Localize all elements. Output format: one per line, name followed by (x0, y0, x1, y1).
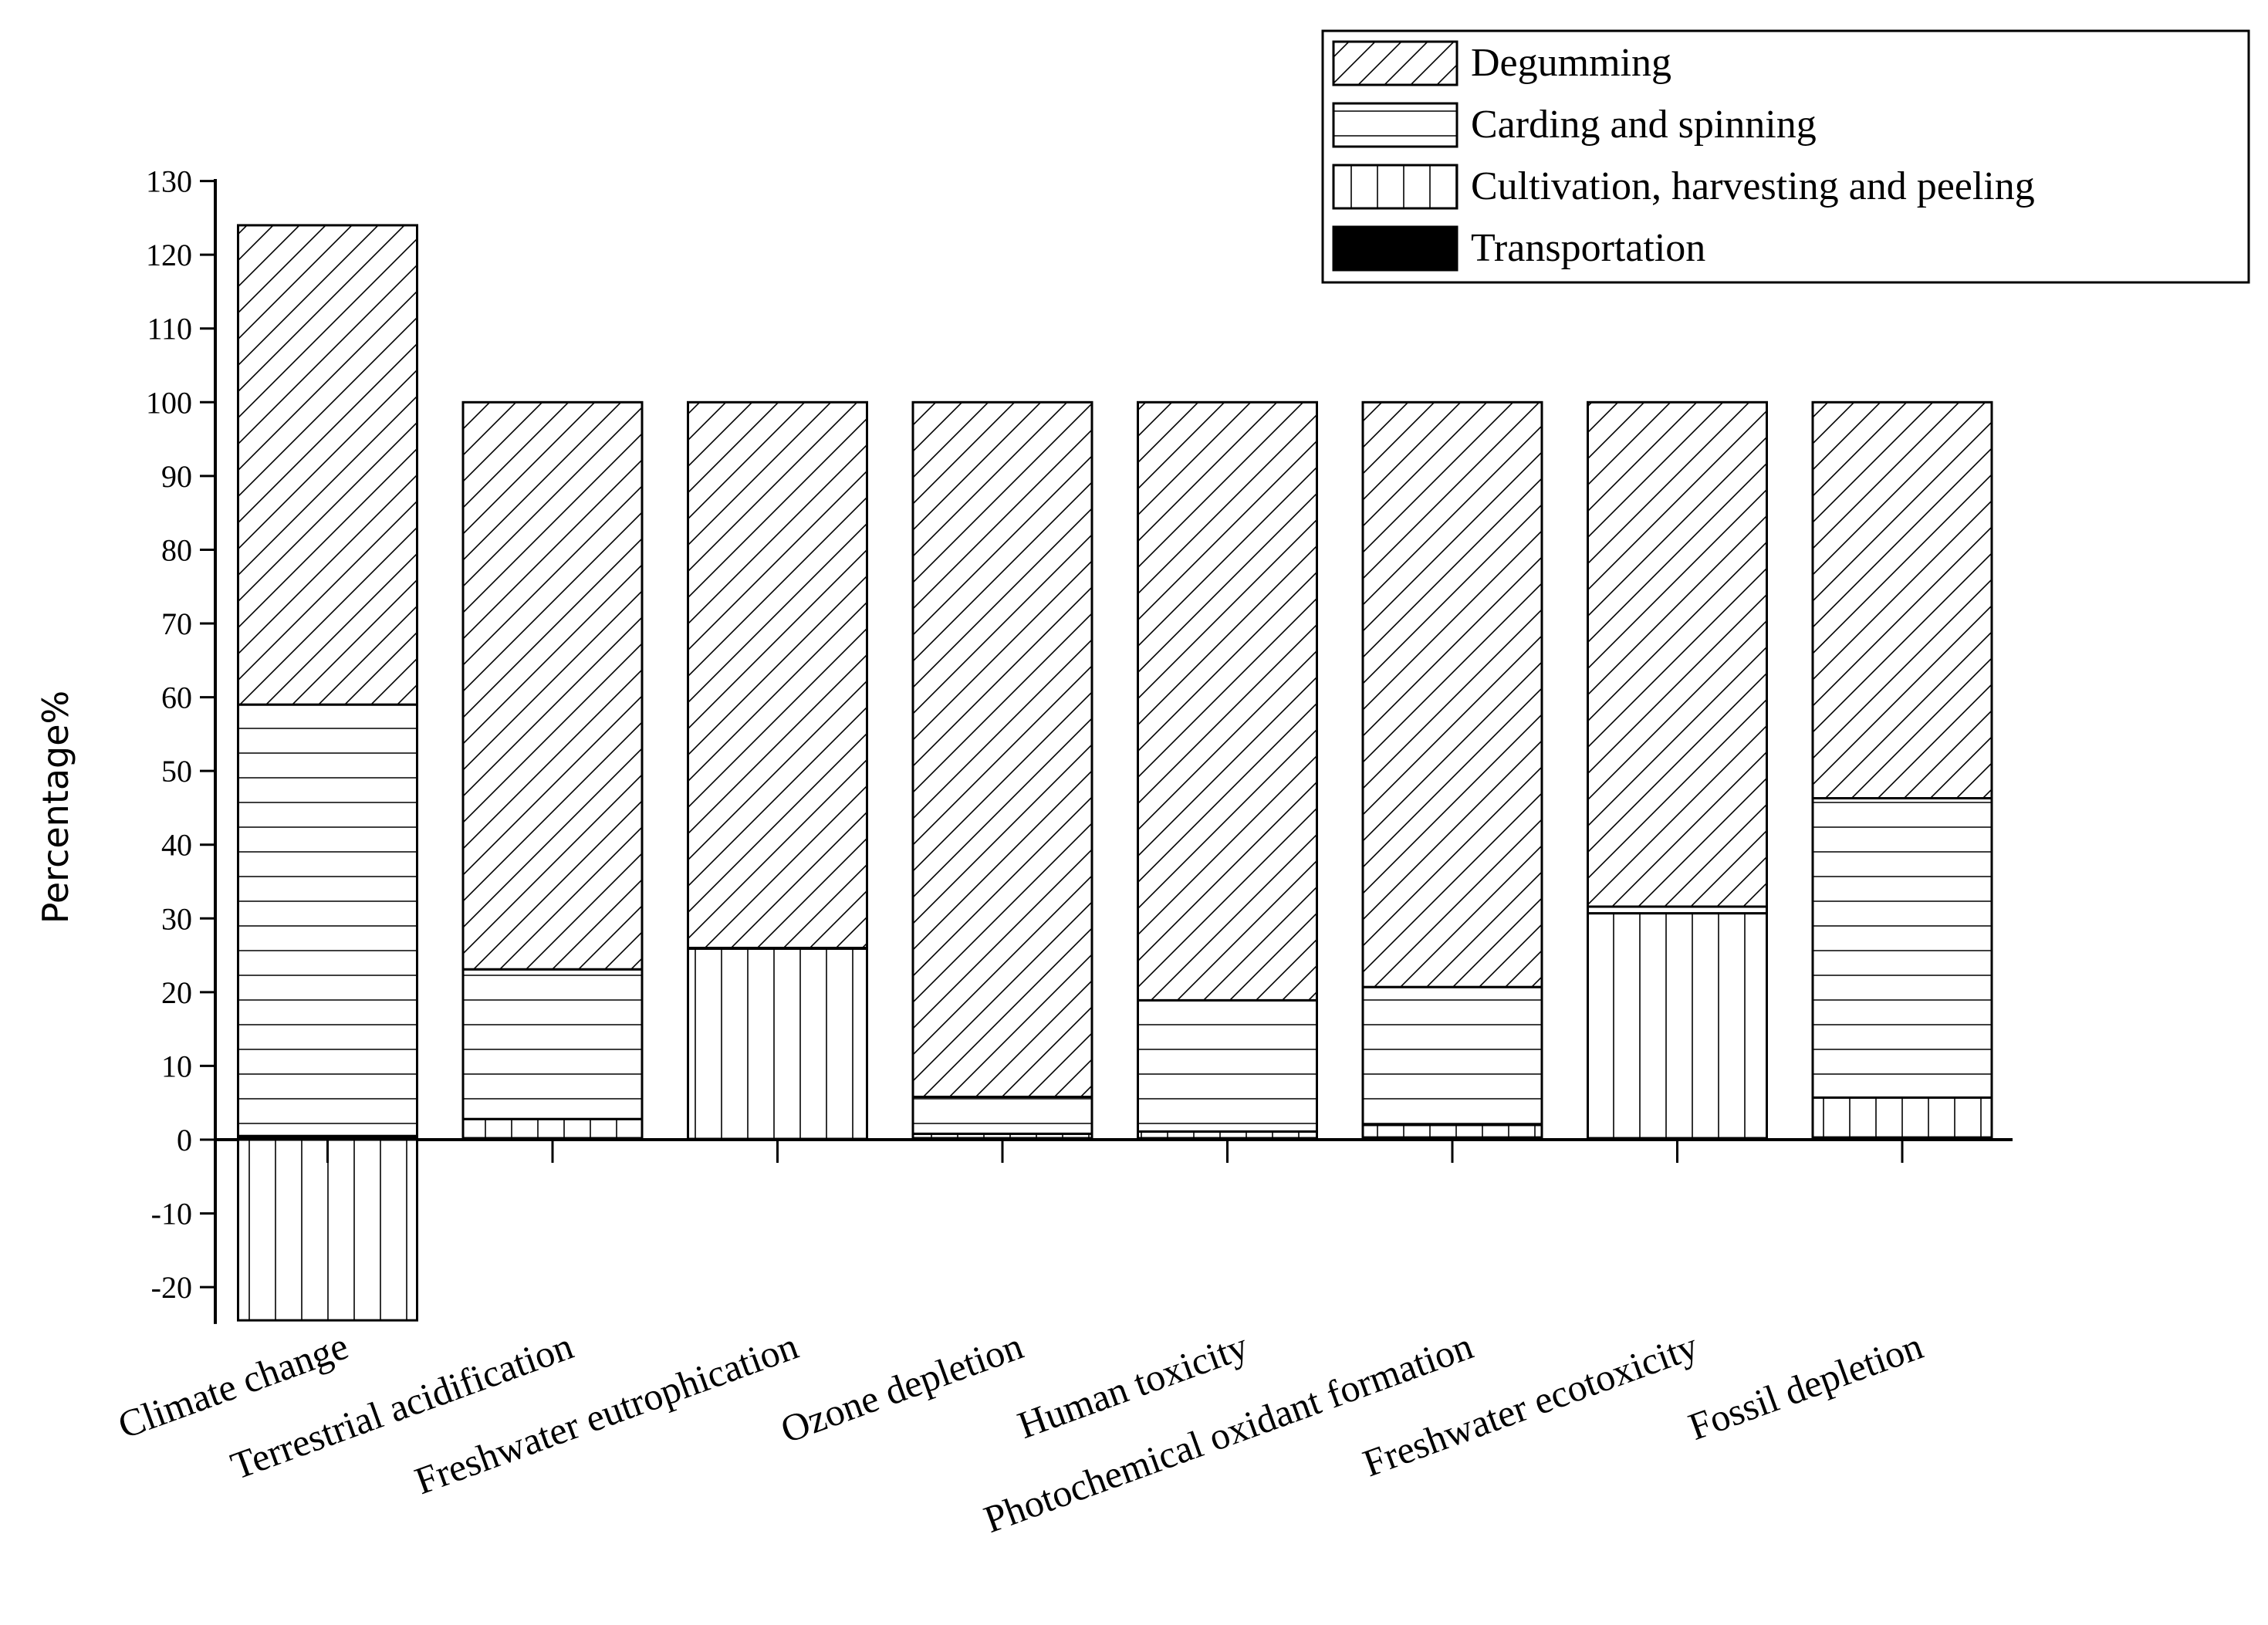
bar-segment-degumming-freshwater-ecotoxicity (1587, 400, 1768, 908)
legend-label-cultivation-harvesting-and-peeling: Cultivation, harvesting and peeling (1471, 164, 2035, 208)
y-tick-label: 20 (161, 975, 192, 1010)
bar-group-photochemical-oxidant-formation (1361, 400, 1543, 1141)
bar-segment-degumming-fossil-depletion (1811, 400, 1993, 800)
bar-segment-degumming-human-toxicity (1137, 400, 1318, 1002)
bar-segment-degumming-photochemical-oxidant-formation (1361, 400, 1543, 988)
bar-group-fossil-depletion (1811, 400, 1993, 1141)
bar-group-ozone-depletion (911, 400, 1093, 1141)
bar-segment-degumming-ozone-depletion (911, 400, 1093, 1099)
y-tick-label: 10 (161, 1049, 192, 1083)
legend-entry-degumming: Degumming (1332, 40, 1671, 86)
bar-segment-cultivation-harvesting-and-peeling-freshwater-ecotoxicity (1587, 912, 1768, 1140)
bar-segment-carding-and-spinning-human-toxicity (1137, 998, 1318, 1133)
x-tick-label-freshwater-eutrophication: Freshwater eutrophication (409, 1324, 803, 1503)
y-tick-label: -20 (151, 1270, 192, 1305)
legend-swatch-degumming (1332, 40, 1458, 86)
bar-segment-carding-and-spinning-photochemical-oxidant-formation (1361, 985, 1543, 1127)
bar-segment-degumming-climate-change (237, 224, 418, 706)
y-tick-label: 80 (161, 532, 192, 567)
y-axis-title: Percentage% (35, 691, 76, 924)
legend-box (1321, 29, 2250, 284)
y-tick-label: 120 (146, 238, 192, 272)
legend-label-degumming: Degumming (1471, 41, 1671, 85)
y-tick-label: 30 (161, 901, 192, 936)
legend-swatch-transportation (1332, 225, 1458, 272)
legend-swatch-cultivation-harvesting-and-peeling (1332, 164, 1458, 210)
x-tick-label-fossil-depletion: Fossil depletion (1683, 1324, 1928, 1448)
bar-group-freshwater-eutrophication (687, 400, 868, 1141)
y-tick-label: -10 (151, 1197, 192, 1231)
plot-area: -20-100102030405060708090100110120130Cli… (113, 164, 2013, 1541)
y-tick-label: 40 (161, 828, 192, 863)
bar-segment-carding-and-spinning-terrestrial-acidification (461, 968, 644, 1120)
legend-entry-transportation: Transportation (1332, 225, 1705, 272)
bar-segment-carding-and-spinning-climate-change (237, 703, 418, 1137)
legend-entry-carding-and-spinning: Carding and spinning (1332, 102, 1817, 148)
bar-segment-carding-and-spinning-ozone-depletion (911, 1096, 1093, 1135)
y-tick-label: 100 (146, 385, 192, 420)
bar-group-terrestrial-acidification (461, 400, 644, 1141)
legend-entry-cultivation-harvesting-and-peeling: Cultivation, harvesting and peeling (1332, 164, 2035, 210)
legend-swatch-carding-and-spinning (1332, 102, 1458, 148)
bar-segment-cultivation-harvesting-and-peeling-freshwater-eutrophication (687, 947, 868, 1140)
bar-group-freshwater-ecotoxicity (1587, 400, 1768, 1141)
y-tick-label: 50 (161, 754, 192, 789)
bar-segment-degumming-freshwater-eutrophication (687, 400, 868, 950)
y-tick-label: 70 (161, 606, 192, 641)
bar-segment-cultivation-harvesting-and-peeling-climate-change (237, 1138, 418, 1322)
y-tick-label: 110 (147, 312, 192, 346)
y-tick-label: 90 (161, 459, 192, 494)
bar-segment-cultivation-harvesting-and-peeling-terrestrial-acidification (461, 1117, 644, 1140)
bar-segment-degumming-terrestrial-acidification (461, 400, 644, 971)
bar-segment-cultivation-harvesting-and-peeling-fossil-depletion (1811, 1096, 1993, 1139)
legend-label-transportation: Transportation (1471, 226, 1705, 270)
y-tick-label: 0 (177, 1123, 192, 1157)
x-tick-label-ozone-depletion: Ozone depletion (775, 1324, 1028, 1451)
bar-segment-carding-and-spinning-fossil-depletion (1811, 797, 1993, 1100)
legend-label-carding-and-spinning: Carding and spinning (1471, 103, 1817, 147)
y-tick-label: 130 (146, 164, 192, 199)
bar-segment-cultivation-harvesting-and-peeling-photochemical-oxidant-formation (1361, 1123, 1543, 1139)
bar-group-climate-change (237, 224, 418, 1322)
y-tick-label: 60 (161, 681, 192, 715)
bar-group-human-toxicity (1137, 400, 1318, 1141)
